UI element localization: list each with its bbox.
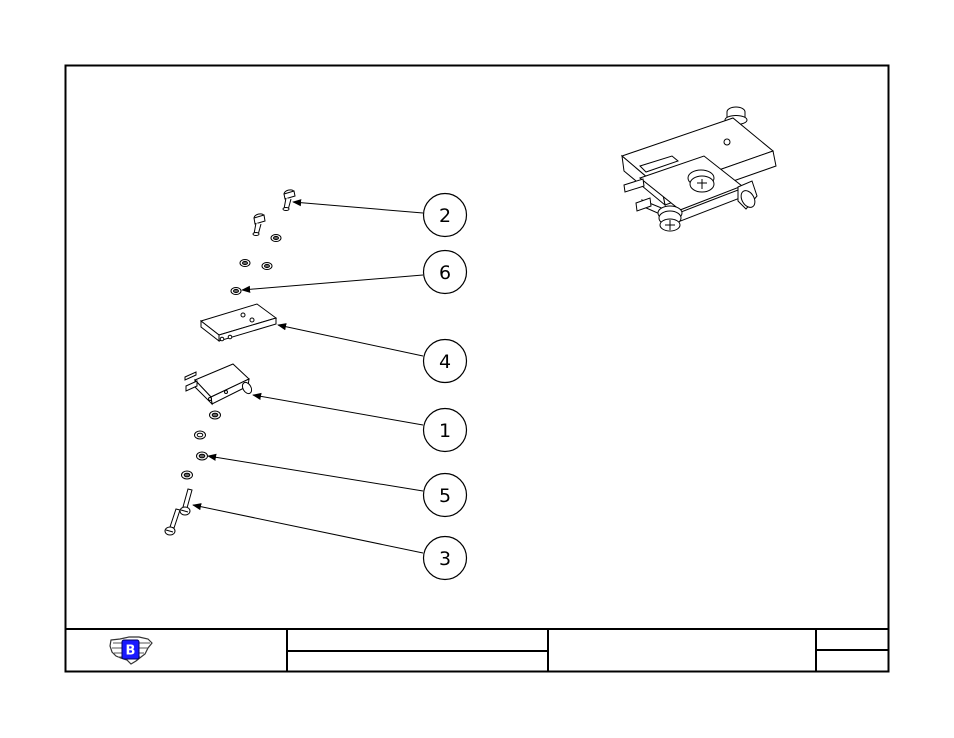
balloon-1: 1 [424, 409, 467, 452]
washer-3 [262, 263, 272, 270]
balloon-label-4: 4 [439, 351, 451, 373]
balloon-4: 4 [424, 340, 467, 383]
leader-line-5 [208, 456, 423, 491]
balloon-label-5: 5 [439, 485, 451, 507]
washer-8 [182, 471, 193, 479]
balloon-label-6: 6 [439, 262, 451, 284]
leader-line-2 [293, 202, 423, 213]
micro-switch [185, 364, 253, 404]
assembly-screw-right [688, 170, 714, 192]
logo-letter: B [126, 644, 136, 659]
balloon-2: 2 [424, 194, 467, 237]
leader-line-4 [278, 325, 423, 356]
screw-small-lower [253, 213, 265, 236]
balloons: 2 6 4 1 5 3 [424, 194, 467, 580]
balloon-6: 6 [424, 251, 467, 294]
screw-long-right [180, 489, 192, 515]
assembly-terminal-1 [624, 179, 644, 192]
balloon-label-1: 1 [439, 420, 451, 442]
balloon-3: 3 [424, 537, 467, 580]
mounting-plate [201, 304, 276, 341]
balloon-5: 5 [424, 474, 467, 517]
washer-2 [240, 260, 250, 267]
washer-5 [210, 411, 221, 419]
washer-4 [231, 288, 241, 295]
leader-line-6 [242, 275, 423, 290]
leader-line-1 [253, 395, 423, 425]
balloon-label-2: 2 [439, 205, 451, 227]
washer-7 [197, 452, 208, 460]
exploded-view [165, 189, 295, 535]
washer-1 [271, 235, 281, 242]
assembled-view [622, 107, 776, 231]
us-map-logo-icon: B [110, 637, 152, 664]
screw-small-upper [283, 189, 295, 211]
assembly-roller [738, 181, 758, 210]
assembly-hole [724, 139, 730, 145]
balloon-label-3: 3 [439, 548, 451, 570]
leader-line-3 [193, 505, 423, 553]
screw-long-left [165, 509, 180, 535]
title-block [65, 629, 889, 672]
assembly-screw-lower [658, 206, 682, 231]
washer-6 [195, 431, 206, 439]
